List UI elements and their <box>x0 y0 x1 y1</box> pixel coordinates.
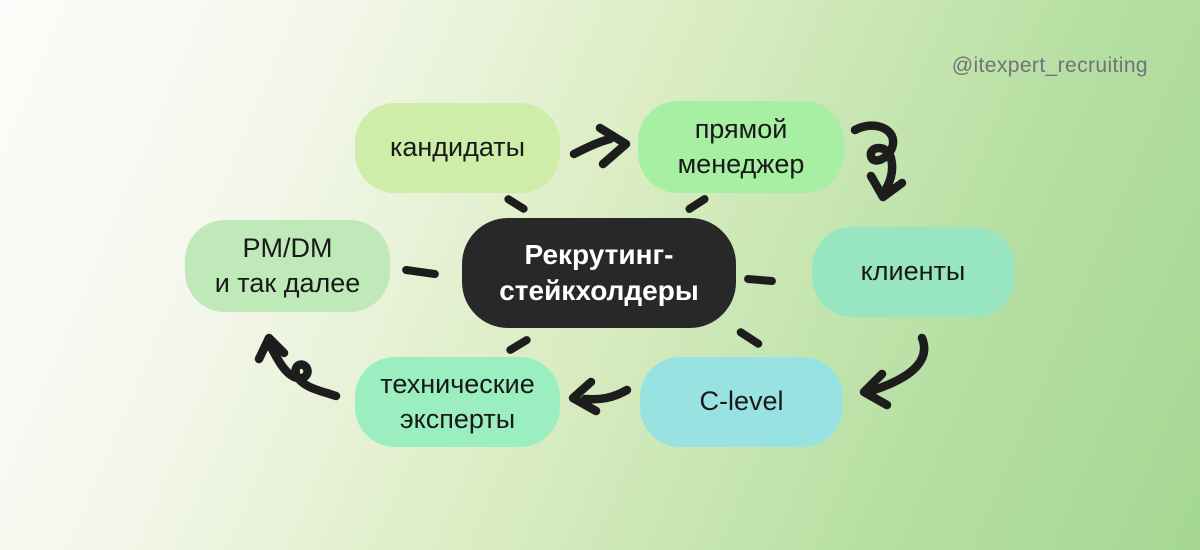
node-clients-label: клиенты <box>860 256 966 287</box>
node-pm-dm: PM/DM и так далее <box>185 220 390 312</box>
spoke-dash-clients <box>743 274 777 286</box>
center-label-line2: стейкхолдеры <box>499 275 699 306</box>
node-direct-manager: прямой менеджер <box>638 101 844 193</box>
spoke-dash-tech-experts <box>504 334 533 356</box>
node-candidates: кандидаты <box>355 103 560 193</box>
node-pm-dm-label-line2: и так далее <box>214 268 361 298</box>
arrow-candidates-to-direct-manager-icon <box>569 123 631 169</box>
spoke-dash-pm-dm <box>401 265 440 279</box>
node-clients: клиенты <box>812 227 1014 317</box>
spoke-dash-candidates <box>502 193 530 215</box>
node-direct-manager-label-line1: прямой <box>694 113 788 144</box>
node-tech-experts: технические эксперты <box>355 357 560 447</box>
arrow-tech-experts-to-pm-dm-icon <box>254 333 341 401</box>
node-pm-dm-label-line1: PM/DM <box>242 232 333 263</box>
node-tech-experts-label-line1: технические <box>380 368 535 399</box>
watermark-handle: @itexpert_recruiting <box>951 54 1148 77</box>
node-direct-manager-label-line2: менеджер <box>677 149 805 179</box>
node-c-level: C-level <box>640 357 843 447</box>
spoke-dash-direct-manager <box>683 193 711 215</box>
arrow-direct-manager-to-clients-icon <box>850 121 907 202</box>
center-label-line1: Рекрутинг- <box>524 239 674 271</box>
spoke-dash-c-level <box>735 326 764 350</box>
node-center-recruiting-stakeholders: Рекрутинг- стейкхолдеры <box>462 218 736 328</box>
arrow-clients-to-c-level-icon <box>859 333 929 410</box>
node-c-level-label: C-level <box>699 386 784 417</box>
arrow-c-level-to-tech-experts-icon <box>568 377 632 416</box>
node-candidates-label: кандидаты <box>389 132 526 163</box>
node-tech-experts-label-line2: эксперты <box>399 404 516 434</box>
